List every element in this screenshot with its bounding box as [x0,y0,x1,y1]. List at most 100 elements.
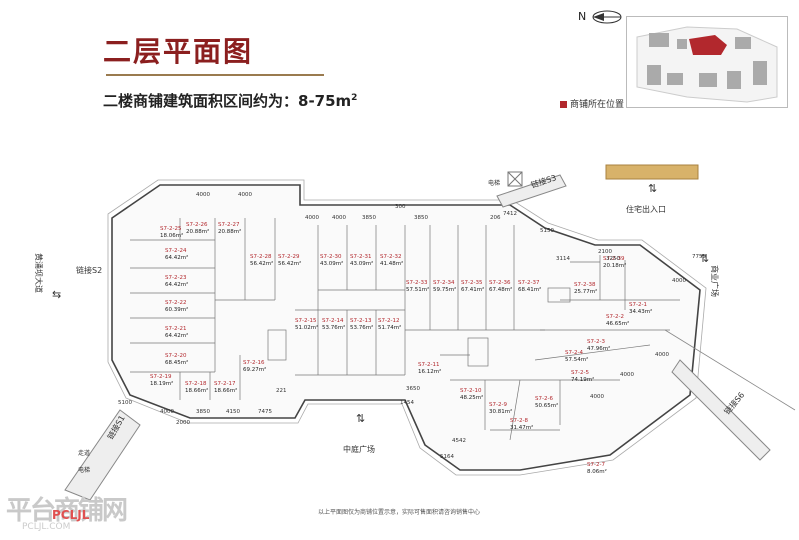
elevator-bottom-label: 电梯 [78,466,90,474]
dimension-label: 300 [395,204,406,210]
unit-id-label: S7-2-22 [165,300,186,306]
unit-id-label: S7-2-36 [489,280,511,286]
elevator-top-label: 电梯 [488,179,500,187]
dimension-label: 7412 [503,211,517,217]
dimension-label: 3850 [414,215,428,221]
minimap-legend: 商铺所在位置 [560,97,624,110]
road-label: 黄涌坝大道 [34,253,44,293]
unit-id-label: S7-2-16 [243,360,265,366]
residential-building-icon [605,164,699,180]
link-s2-label: 链接S2 [76,265,102,275]
compass-icon [592,10,622,24]
dimension-label: 4000 [160,409,174,415]
dimension-label: 206 [490,215,501,221]
unit-id-label: S7-2-9 [489,402,507,408]
unit-area-label: 20.18m² [603,262,626,269]
unit-id-label: S7-2-1 [629,302,647,308]
unit-area-label: 34.43m² [629,308,652,315]
building-outline [111,184,701,471]
unit-area-label: 47.96m² [587,345,610,352]
dimension-label: 3250 [606,256,620,262]
unit-area-label: 53.76m² [322,324,345,331]
unit-id-label: S7-2-27 [218,222,240,228]
unit-id-label: S7-2-7 [587,462,605,468]
unit-id-label: S7-2-6 [535,396,553,402]
unit-area-label: 30.81m² [489,408,512,415]
dimension-label: 5164 [440,454,454,460]
unit-id-label: S7-2-32 [380,254,401,260]
unit-id-label: S7-2-35 [461,280,483,286]
unit-area-label: 59.75m² [433,286,456,293]
dimension-label: 5150 [540,228,554,234]
unit-id-label: S7-2-11 [418,362,439,368]
link-s6-walkway [671,359,771,461]
legend-label: 商铺所在位置 [570,100,625,110]
unit-area-label: 41.48m² [380,260,403,267]
unit-area-label: 56.42m² [278,260,301,267]
stair [547,287,571,303]
stair [467,337,489,367]
elevator-top-cross [507,171,523,187]
unit-area-label: 18.06m² [160,232,183,239]
unit-area-label: 18.19m² [150,380,173,387]
unit-area-label: 25.77m² [574,288,597,295]
unit-area-label: 64.42m² [165,332,188,339]
residential-arrow-icon: ⇅ [648,182,657,195]
dimension-label: 3650 [406,386,420,392]
dimension-label: 4000 [672,278,686,284]
courtyard-label: 中庭广场 [343,444,375,454]
road-arrow-icon: ⇆ [52,288,61,301]
dimension-label: 3850 [196,409,210,415]
unit-id-label: S7-2-15 [295,318,317,324]
unit-id-label: S7-2-33 [406,280,428,286]
unit-area-label: 53.76m² [350,324,373,331]
unit-id-label: S7-2-24 [165,248,187,254]
link-s6-label: 链接S6 [722,390,746,416]
subtitle-sup: 2 [351,93,358,103]
dimension-label: 4000 [590,394,604,400]
unit-id-label: S7-2-17 [214,381,236,387]
unit-area-label: 43.09m² [350,260,373,267]
dimension-label: 7475 [258,409,272,415]
unit-area-label: 64.42m² [165,254,188,261]
dimension-label: 4000 [238,192,252,198]
unit-area-label: 18.66m² [214,387,237,394]
residential-entrance-label: 住宅出入口 [626,204,666,214]
dimension-label: 4542 [452,438,466,444]
unit-id-label: S7-2-38 [574,282,596,288]
legend-swatch [560,101,567,108]
unit-area-label: 57.54m² [565,356,588,363]
middle-shop-grid [295,225,545,376]
unit-area-label: 60.39m² [165,306,188,313]
right-shop-grid [440,255,680,441]
unit-id-label: S7-2-26 [186,222,208,228]
building-outline-outer [107,179,707,476]
unit-area-label: 8.06m² [587,468,607,475]
unit-id-label: S7-2-19 [150,374,172,380]
unit-id-label: S7-2-28 [250,254,272,260]
left-shop-grid [130,218,276,400]
unit-area-label: 31.47m² [510,424,533,431]
watermark-url: PCLJL.COM [22,522,71,532]
minimap-drawing [636,26,778,103]
unit-area-label: 46.65m² [606,320,629,327]
corridor-label: 走道 [78,449,90,457]
unit-id-label: S7-2-2 [606,314,624,320]
unit-area-label: 51.02m² [295,324,318,331]
unit-id-label: S7-2-12 [378,318,399,324]
watermark-logo: 平台商铺网 [6,496,128,526]
footer-note: 以上平面图仅为商铺位置示意，实际可售面积请咨询销售中心 [318,509,481,516]
dimension-label: 5100 [118,400,132,406]
dimension-label: 4150 [226,409,240,415]
unit-id-label: S7-2-10 [460,388,482,394]
watermark-tag: PCLJL [52,508,90,522]
unit-id-label: S7-2-37 [518,280,540,286]
unit-area-label: 64.42m² [165,281,188,288]
dimension-label: 4000 [196,192,210,198]
unit-id-label: S7-2-4 [565,350,583,356]
unit-id-label: S7-2-14 [322,318,344,324]
unit-id-label: S7-2-21 [165,326,186,332]
unit-area-label: 48.25m² [460,394,483,401]
dimension-label: 4000 [332,215,346,221]
site-minimap [626,16,788,108]
